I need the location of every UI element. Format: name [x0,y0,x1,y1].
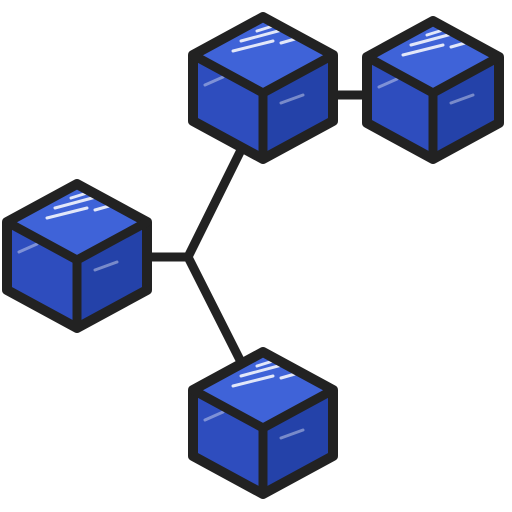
cubes-group [2,12,504,499]
cube-right-face [263,390,333,494]
cube-top-center [188,12,338,164]
cube-left-face [193,390,263,494]
cube-right-face [77,222,147,328]
cube-bottom [188,347,338,499]
connector-hub-to-top [183,143,247,262]
cube-left-face [7,222,77,328]
cube-left-face [193,55,263,159]
cube-left [2,179,152,333]
connector-hub-to-bottom [183,252,245,365]
cube-right-face [433,57,499,159]
cube-inner-edges [2,217,152,333]
cube-right-face [263,55,333,159]
cube-inner-edges [188,50,338,164]
cube-inner-edges [362,52,504,164]
cube-inner-edges [188,385,338,499]
cube-top-right [362,16,504,164]
cube-left-face [367,57,433,159]
